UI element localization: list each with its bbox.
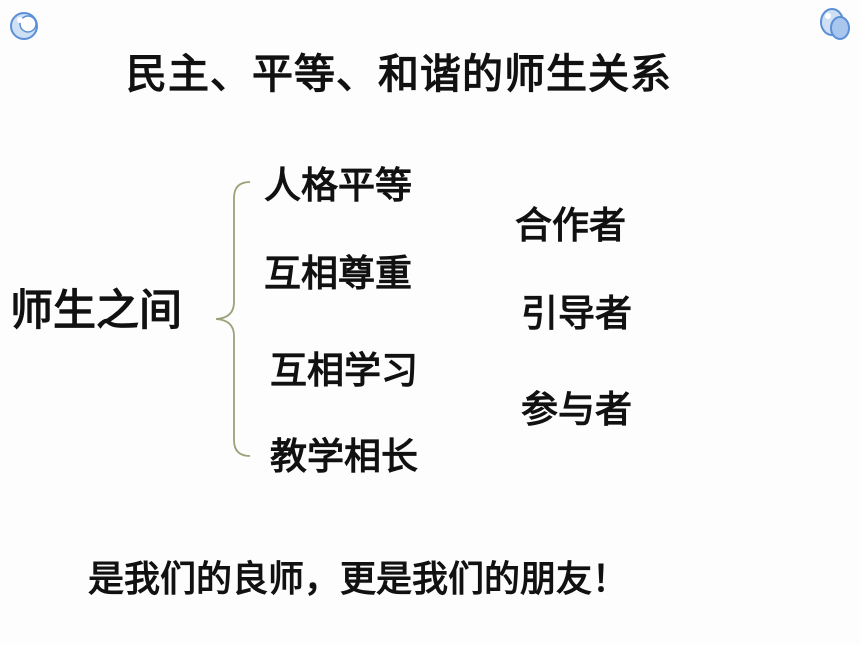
bubble-decoration-icon <box>10 12 38 40</box>
footer-text: 是我们的良师，更是我们的朋友！ <box>88 559 629 600</box>
quality-item: 互相尊重 <box>264 252 412 295</box>
brace-icon <box>215 181 251 457</box>
quality-item: 教学相长 <box>270 435 418 478</box>
quality-item: 人格平等 <box>264 164 412 207</box>
quality-item: 互相学习 <box>270 349 418 392</box>
slide-title: 民主、平等、和谐的师生关系 <box>126 50 672 98</box>
role-item: 合作者 <box>515 204 626 247</box>
role-item: 引导者 <box>521 292 632 335</box>
role-item: 参与者 <box>521 388 632 431</box>
center-label: 师生之间 <box>10 286 182 336</box>
bubble-decoration-icon <box>820 8 850 40</box>
